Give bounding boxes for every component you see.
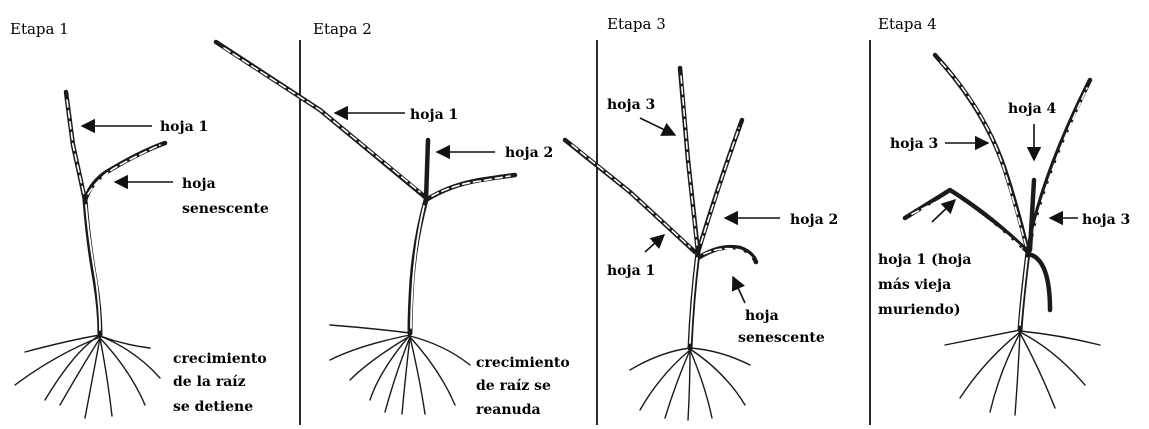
stage-3-plant xyxy=(565,68,756,420)
stage-1-label-raiz-3: se detiene xyxy=(173,399,253,415)
stage-2: Etapa 2 hoja 1 hoja 2 xyxy=(216,20,570,418)
stage-4-label-vieja-1: hoja 1 (hoja xyxy=(878,252,971,268)
stage-4-label-hoja3-left: hoja 3 xyxy=(890,136,938,152)
stage-2-roots xyxy=(330,325,470,414)
stage-1-label-raiz-1: crecimiento xyxy=(173,351,267,367)
stage-4-label-vieja-3: muriendo) xyxy=(878,302,961,318)
stage-3-label-senescente-2: senescente xyxy=(738,330,825,346)
stage-3-title: Etapa 3 xyxy=(607,15,666,33)
stage-1-plant xyxy=(15,92,165,418)
stage-4-label-hoja3-right: hoja 3 xyxy=(1082,212,1130,228)
stage-4-arrow-hoja1 xyxy=(932,200,955,222)
stage-4-roots xyxy=(945,330,1100,415)
stage-2-label-raiz-1: crecimiento xyxy=(476,355,570,371)
stage-1-label-raiz-2: de la raíz xyxy=(173,374,246,390)
stage-3-roots xyxy=(630,348,750,420)
stage-4-plant xyxy=(905,55,1100,415)
stage-1-label-senescente-1: hoja xyxy=(182,176,216,192)
stage-3-label-senescente-1: hoja xyxy=(745,308,779,324)
stage-2-title: Etapa 2 xyxy=(313,20,372,38)
stage-1-roots xyxy=(15,335,160,418)
stage-2-label-raiz-3: reanuda xyxy=(476,402,541,418)
stage-1-label-senescente-2: senescente xyxy=(182,201,269,217)
stage-3-label-hoja1: hoja 1 xyxy=(607,263,655,279)
stage-3-arrow-senescente xyxy=(733,277,745,303)
stage-4-label-vieja-2: más vieja xyxy=(878,277,951,293)
stage-3-label-hoja2: hoja 2 xyxy=(790,212,838,228)
stage-3: Etapa 3 hoja 3 hoja 2 xyxy=(565,15,838,420)
stage-4: Etapa 4 hoja 3 hoja 4 xyxy=(878,15,1130,415)
stage-2-label-raiz-2: de raíz se xyxy=(476,378,551,394)
stage-1-title: Etapa 1 xyxy=(10,20,69,38)
stage-1-label-hoja1: hoja 1 xyxy=(160,119,208,135)
stage-3-label-hoja3: hoja 3 xyxy=(607,97,655,113)
stage-4-label-hoja4: hoja 4 xyxy=(1008,101,1057,117)
stage-2-label-hoja1: hoja 1 xyxy=(410,107,458,123)
stage-4-title: Etapa 4 xyxy=(878,15,937,33)
stage-1: Etapa 1 hoja 1 hoja senescen xyxy=(10,20,269,418)
stage-3-arrow-hoja1 xyxy=(645,235,664,252)
stage-2-label-hoja2: hoja 2 xyxy=(505,145,553,161)
stage-3-arrow-hoja3 xyxy=(640,118,675,135)
